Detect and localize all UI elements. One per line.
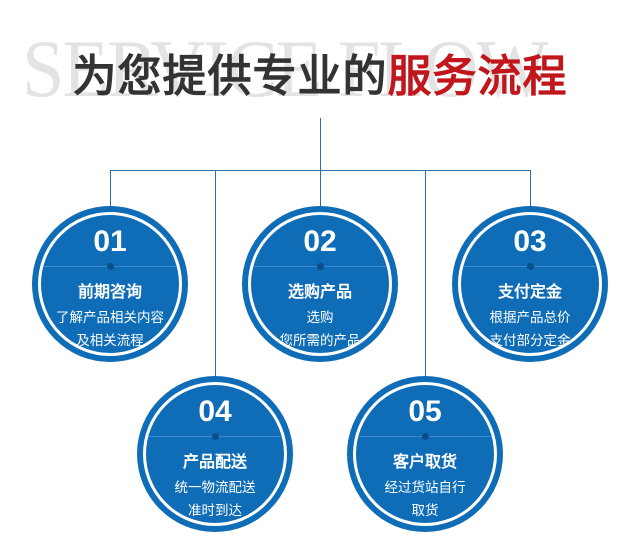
page-title: 为您提供专业的服务流程	[0, 40, 640, 104]
step-title: 选购产品	[287, 282, 352, 301]
dot-icon	[316, 263, 324, 270]
dot-icon	[106, 263, 114, 270]
connector	[320, 170, 321, 210]
connector	[215, 170, 216, 380]
step-title: 客户取货	[392, 452, 457, 471]
step-number: 04	[198, 395, 232, 428]
step-desc: 准时到达	[188, 503, 242, 519]
step-desc: 根据产品总价	[489, 310, 571, 326]
step-number: 05	[408, 395, 442, 428]
step-desc: 经过货站自行	[384, 480, 466, 496]
title-red: 服务流程	[387, 51, 568, 102]
step-desc: 选购	[306, 310, 334, 326]
step-title: 前期咨询	[77, 282, 142, 301]
step-01: 01 前期咨询了解产品相关内容及相关流程	[32, 206, 188, 362]
step-desc: 统一物流配送	[174, 480, 256, 496]
step-desc: 及相关流程	[76, 333, 144, 349]
step-desc: 了解产品相关内容	[56, 310, 164, 326]
step-05: 05 客户取货经过货站自行取货	[347, 376, 503, 532]
connector	[110, 170, 111, 210]
step-03: 03 支付定金根据产品总价支付部分定金	[452, 206, 608, 362]
step-number: 01	[93, 225, 127, 258]
step-desc: 您所需的产品	[279, 333, 361, 349]
step-04: 04 产品配送统一物流配送准时到达	[137, 376, 293, 532]
step-title: 产品配送	[182, 452, 247, 471]
connector	[320, 118, 321, 170]
watermark: SERVICE FLOW	[22, 23, 548, 114]
step-desc: 取货	[411, 503, 439, 519]
step-02: 02 选购产品选购您所需的产品	[242, 206, 398, 362]
dot-icon	[421, 433, 429, 440]
step-number: 03	[513, 225, 547, 258]
title-dark: 为您提供专业的	[72, 51, 388, 102]
step-number: 02	[303, 225, 337, 258]
dot-icon	[211, 433, 219, 440]
dot-icon	[526, 263, 534, 270]
connector	[425, 170, 426, 380]
step-desc: 支付部分定金	[489, 333, 571, 349]
connector	[530, 170, 531, 210]
step-title: 支付定金	[497, 282, 562, 301]
